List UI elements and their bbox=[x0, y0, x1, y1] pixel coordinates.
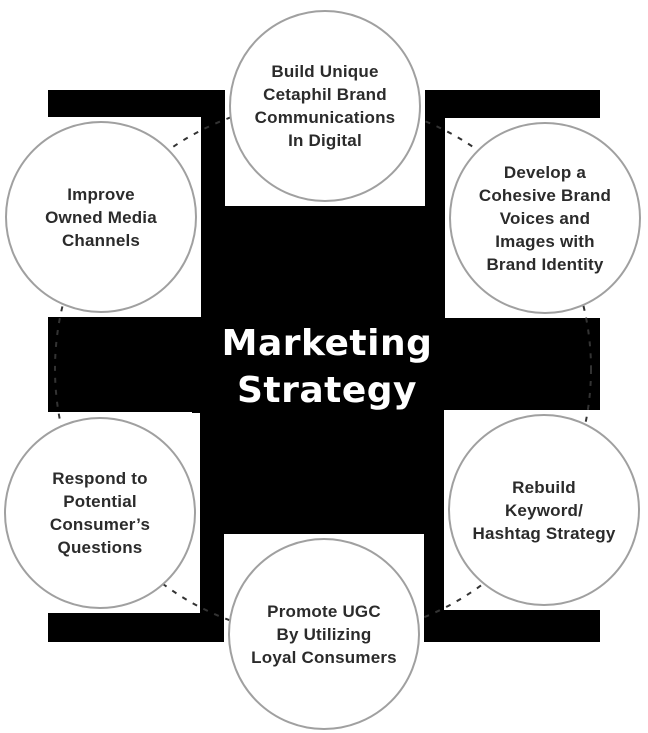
node-label: Improve Owned Media Channels bbox=[45, 184, 157, 250]
hub-shape-right-wing bbox=[450, 316, 600, 412]
node-label: Build Unique Cetaphil Brand Communicatio… bbox=[254, 62, 396, 150]
node-label: Promote UGC By Utilizing Loyal Consumers bbox=[251, 601, 397, 667]
hub-shape-left-wing bbox=[48, 316, 198, 412]
node-label: Rebuild Keyword/ Hashtag Strategy bbox=[472, 477, 616, 543]
node-promote-ugc: Promote UGC By Utilizing Loyal Consumers bbox=[228, 538, 420, 730]
node-label: Develop a Cohesive Brand Voices and Imag… bbox=[478, 162, 612, 274]
node-label: Respond to Potential Consumer’s Question… bbox=[49, 469, 151, 557]
node-rebuild-keyword-hashtag: Rebuild Keyword/ Hashtag Strategy bbox=[448, 414, 640, 606]
node-build-unique-communications: Build Unique Cetaphil Brand Communicatio… bbox=[229, 10, 421, 202]
node-improve-owned-media: Improve Owned Media Channels bbox=[5, 121, 197, 313]
node-develop-cohesive-brand: Develop a Cohesive Brand Voices and Imag… bbox=[449, 122, 641, 314]
hub-title: Marketing Strategy bbox=[221, 323, 433, 411]
node-respond-consumer-questions: Respond to Potential Consumer’s Question… bbox=[4, 417, 196, 609]
